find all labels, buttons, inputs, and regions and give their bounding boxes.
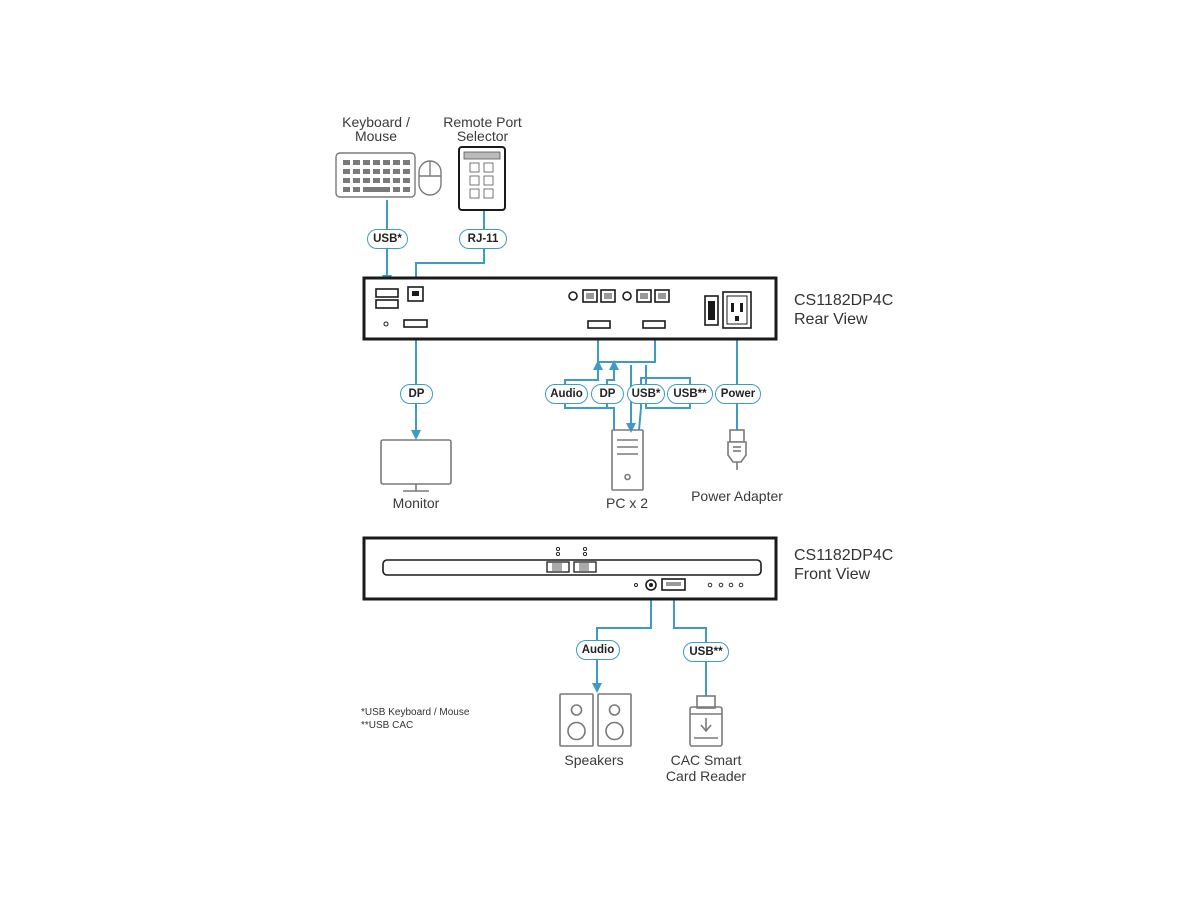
front-usb-cac-pill: USB** [683, 642, 729, 662]
rear-unit-view: Rear View [794, 311, 868, 328]
keyboard-mouse-label: Keyboard / Mouse [326, 115, 426, 143]
pc-label: PC x 2 [605, 495, 648, 511]
monitor-icon [380, 439, 452, 492]
card-reader-label-line1: CAC Smart [670, 752, 742, 768]
remote-selector-icon [458, 146, 506, 211]
card-reader-label-line2: Card Reader [665, 768, 747, 784]
remote-selector-label-line1: Remote Port [443, 114, 522, 130]
power-adapter-label: Power Adapter [691, 488, 783, 504]
pc-audio-pill: Audio [545, 384, 588, 404]
speakers-label: Speakers [564, 752, 624, 768]
pc-usb-pill: USB* [627, 384, 665, 404]
front-unit-model: CS1182DP4C [794, 547, 894, 564]
remote-selector-label-line2: Selector [456, 128, 509, 144]
front-unit-view: Front View [794, 566, 871, 583]
mouse-icon [418, 160, 442, 196]
cable-front-usb [673, 592, 707, 696]
front-audio-pill: Audio [576, 640, 620, 660]
card-reader-icon [689, 695, 723, 747]
footnotes: *USB Keyboard / Mouse **USB CAC [361, 706, 469, 732]
monitor-label: Monitor [392, 495, 440, 511]
power-pill: Power [715, 384, 761, 404]
rear-unit-title: CS1182DP4C Rear View [794, 291, 893, 329]
keyboard-mouse-label-line1: Keyboard / [342, 114, 410, 130]
card-reader-label: CAC Smart Card Reader [650, 753, 762, 783]
footnote-usb-cac: **USB CAC [361, 720, 414, 731]
pc-usb-cac-pill: USB** [667, 384, 713, 404]
dp-monitor-pill: DP [400, 384, 433, 404]
pc-tower-icon [611, 429, 644, 491]
rear-unit-model: CS1182DP4C [794, 292, 894, 309]
cables [382, 200, 738, 696]
power-plug-icon [727, 429, 747, 470]
cable-pc-usb-2 [638, 365, 691, 431]
pc-dp-pill: DP [591, 384, 624, 404]
front-unit-panel [362, 536, 778, 601]
keyboard-icon [335, 152, 416, 198]
rear-unit-panel [362, 276, 778, 341]
remote-selector-label: Remote Port Selector [430, 115, 535, 143]
usb-km-pill: USB* [367, 229, 408, 249]
front-unit-title: CS1182DP4C Front View [794, 546, 893, 584]
cable-pc-dp-hub [597, 338, 656, 363]
footnote-usb-km: *USB Keyboard / Mouse [361, 707, 470, 718]
keyboard-mouse-label-line2: Mouse [354, 128, 398, 144]
rj11-pill: RJ-11 [459, 229, 507, 249]
speakers-icon [559, 693, 632, 747]
